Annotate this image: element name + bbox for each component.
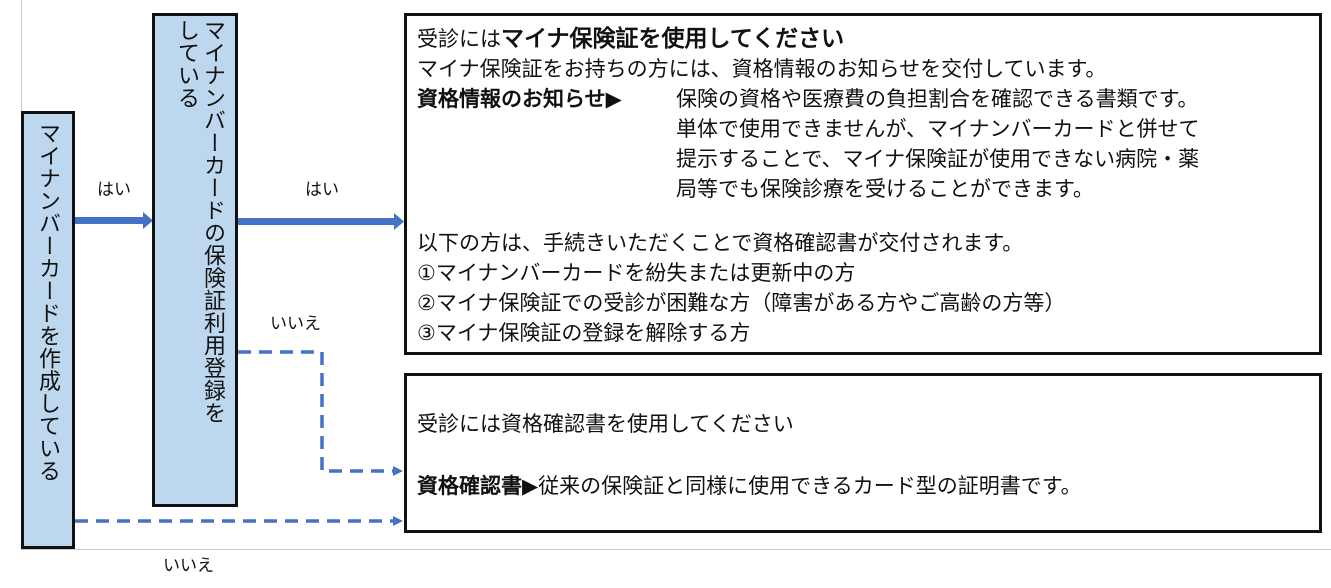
cert-label: 資格確認書▶ [417,474,539,498]
notice-line-1: 保険の資格や医療費の負担割合を確認できる書類です。 [676,87,1199,111]
top-list-item-1: ①マイナンバーカードを紛失または更新中の方 [417,261,856,285]
top-intro: 以下の方は、手続きいただくことで資格確認書が交付されます。 [417,231,1024,255]
top-line-1-prefix: 受診には [417,27,501,51]
label-yes-1: はい [97,180,131,200]
top-line-2: マイナ保険証をお持ちの方には、資格情報のお知らせを交付しています。 [417,57,1107,81]
arrow-card-to-bottom-head [393,516,403,526]
box-card-text: マイナンバーカードを作成している [35,122,60,482]
top-list-item-3: ③マイナ保険証の登録を解除する方 [417,321,751,345]
arrow-reg-to-bottom-head [393,466,403,476]
box-insurance-registration: マイナンバーカードの保険証利用登録を している [152,13,238,507]
notice-label: 資格情報のお知らせ▶ [417,87,622,111]
arrow-reg-to-top-head [394,213,404,230]
bottom-line-2: 資格確認書▶従来の保険証と同様に使用できるカード型の証明書です。 [417,471,1082,501]
cert-desc: 従来の保険証と同様に使用できるカード型の証明書です。 [538,474,1082,498]
arrow-reg-to-bottom-line [238,350,393,473]
top-line-1: 受診にはマイナ保険証を使用してください [417,24,844,54]
top-list-item-2: ②マイナ保険証での受診が困難な方（障害がある方やご高齢の方等） [417,291,1066,315]
arrow-card-to-reg-head [143,212,153,229]
label-no-2: いいえ [163,556,214,576]
notice-line-2: 単体で使用できませんが、マイナンバーカードと併せて [676,117,1200,141]
notice-line-4: 局等でも保険診療を受けることができます。 [676,177,1094,201]
bottom-line-1: 受診には資格確認書を使用してください [417,412,794,436]
box-use-mynumber-insurance: 受診にはマイナ保険証を使用してください マイナ保険証をお持ちの方には、資格情報の… [404,13,1322,355]
frame-bottom-edge [21,549,1331,550]
arrow-card-to-reg-shaft [75,217,143,224]
notice-line-3: 提示することで、マイナ保険証が使用できない病院・薬 [676,147,1200,171]
label-no-1: いいえ [270,314,321,334]
box-registration-text: マイナンバーカードの保険証利用登録を している [174,19,225,424]
label-yes-2: はい [305,180,339,200]
arrow-reg-to-top-shaft [238,218,394,225]
box-use-eligibility-certificate: 受診には資格確認書を使用してください 資格確認書▶従来の保険証と同様に使用できる… [404,373,1322,533]
top-line-1-bold: マイナ保険証を使用してください [501,26,845,52]
box-has-mynumber-card: マイナンバーカードを作成している [21,111,75,549]
